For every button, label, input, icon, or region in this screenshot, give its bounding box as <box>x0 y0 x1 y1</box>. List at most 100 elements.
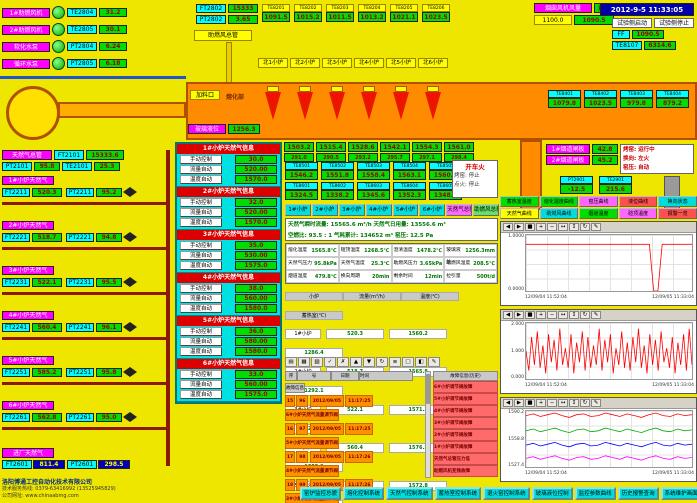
chart-toolbar-icon[interactable]: ◀ <box>503 399 513 407</box>
nav-button[interactable]: 玻璃液位控制 <box>531 487 573 500</box>
manual-control-button[interactable]: 手动控制 <box>180 241 222 250</box>
trend-nav-button[interactable]: 熔化温度曲线 <box>539 196 579 207</box>
manual-control-button[interactable]: 手动控制 <box>180 327 222 336</box>
nav-button[interactable]: 监控参数曲线 <box>574 487 616 500</box>
trend-nav-button[interactable]: 报警一览 <box>658 208 697 219</box>
chart-toolbar-icon[interactable]: ↔ <box>558 311 568 319</box>
chart-toolbar-icon[interactable]: ◀ <box>503 311 513 319</box>
manual-control-button[interactable]: 手动控制 <box>180 155 222 164</box>
alarm-row[interactable]: 15 96 2012/09/05 11:17:25 6#小炉天然气流量调节阀开度… <box>285 395 425 423</box>
alarm-toolbar-icon[interactable]: ▤ <box>285 357 297 367</box>
nav-button[interactable]: 窑炉监控总貌 <box>300 487 342 500</box>
manual-control-button[interactable]: 手动控制 <box>180 370 222 379</box>
chart-toolbar-icon[interactable]: ■ <box>525 399 535 407</box>
port-nav-button[interactable]: 2#小炉 <box>311 204 338 216</box>
nav-button[interactable]: 历史报警查询 <box>617 487 659 500</box>
chart-toolbar-icon[interactable]: ▶ <box>514 311 524 319</box>
chart-toolbar-icon[interactable]: + <box>536 223 546 231</box>
flow-auto-button[interactable]: 流量自动 <box>180 337 222 346</box>
port-nav-button[interactable]: 5#小炉 <box>392 204 419 216</box>
flow-auto-button[interactable]: 流量自动 <box>180 165 222 174</box>
nav-button[interactable]: 熔化控制系统 <box>343 487 385 500</box>
fault-row[interactable]: 2#小炉调节阀故障 <box>433 429 498 441</box>
alarm-toolbar-icon[interactable]: ✓ <box>324 357 336 367</box>
trend-nav-button[interactable]: 助燃风曲线 <box>539 208 579 219</box>
alarm-row[interactable]: 16 97 2012/09/05 11:17:25 5#小炉天然气流量调节阀开度… <box>285 423 425 451</box>
port-label[interactable]: 北3小炉 <box>322 58 352 68</box>
fault-row[interactable]: 1#小炉调节阀故障 <box>433 441 498 453</box>
chart-toolbar-icon[interactable]: ↻ <box>580 399 590 407</box>
flow-auto-button[interactable]: 流量自动 <box>180 294 222 303</box>
temp-auto-button[interactable]: 温度自动 <box>180 175 222 184</box>
port-nav-button[interactable]: 3#小炉 <box>338 204 365 216</box>
manual-control-button[interactable]: 手动控制 <box>180 284 222 293</box>
port-nav-button[interactable]: 1#小炉 <box>285 204 311 216</box>
alarm-toolbar-icon[interactable]: ✎ <box>428 357 440 367</box>
chart-toolbar-icon[interactable]: ↻ <box>580 311 590 319</box>
plot-area[interactable] <box>525 234 693 292</box>
chart-toolbar-icon[interactable]: − <box>547 399 557 407</box>
fault-row[interactable]: 5#小炉调节阀故障 <box>433 393 498 405</box>
chart-toolbar-icon[interactable]: ↻ <box>580 223 590 231</box>
plot-area[interactable] <box>525 322 693 380</box>
trend-nav-button[interactable]: 天然气曲线 <box>500 208 539 219</box>
fault-row[interactable]: 6#小炉调节阀故障 <box>433 381 498 393</box>
chart-toolbar-icon[interactable]: ↕ <box>569 399 579 407</box>
alarm-toolbar-icon[interactable]: ◧ <box>415 357 427 367</box>
nav-button[interactable]: 系统维护画面 <box>660 487 697 500</box>
alarm-toolbar-icon[interactable]: ≡ <box>389 357 401 367</box>
nav-button[interactable]: 退火窑控制系统 <box>483 487 530 500</box>
alarm-toolbar-icon[interactable]: □ <box>402 357 414 367</box>
chart-toolbar-icon[interactable]: + <box>536 311 546 319</box>
chart-toolbar-icon[interactable]: ▶ <box>514 399 524 407</box>
nav-button[interactable]: 天然气控制系统 <box>386 487 433 500</box>
alarm-toolbar-icon[interactable]: ▼ <box>363 357 375 367</box>
trend-nav-button[interactable]: 碹顶温度 <box>618 208 658 219</box>
chart-toolbar-icon[interactable]: ↔ <box>558 399 568 407</box>
chart-toolbar-icon[interactable]: ✎ <box>591 223 601 231</box>
test-stop-button[interactable]: 试验侧停止 <box>654 18 694 28</box>
port-label[interactable]: 北2小炉 <box>290 58 320 68</box>
ignition-title[interactable]: 开车火 <box>465 163 485 171</box>
temp-auto-button[interactable]: 温度自动 <box>180 261 222 270</box>
fault-row[interactable]: 助燃风机变频故障 <box>433 465 498 477</box>
port-nav-button[interactable]: 6#小炉 <box>419 204 446 216</box>
trend-nav-button[interactable]: 液位曲线 <box>618 196 658 207</box>
chart-toolbar-icon[interactable]: ◀ <box>503 223 513 231</box>
flow-auto-button[interactable]: 流量自动 <box>180 380 222 389</box>
chart-toolbar-icon[interactable]: ▶ <box>514 223 524 231</box>
test-start-button[interactable]: 试验侧启动 <box>612 18 652 28</box>
chart-toolbar-icon[interactable]: ✎ <box>591 399 601 407</box>
chart-toolbar-icon[interactable]: + <box>536 399 546 407</box>
temp-auto-button[interactable]: 温度自动 <box>180 218 222 227</box>
alarm-toolbar-icon[interactable]: ▧ <box>311 357 323 367</box>
fault-row[interactable]: 3#小炉调节阀故障 <box>433 417 498 429</box>
chart-toolbar-icon[interactable]: ↕ <box>569 223 579 231</box>
trend-nav-button[interactable]: 烟道温度 <box>579 208 618 219</box>
plot-area[interactable] <box>525 410 693 468</box>
temp-auto-button[interactable]: 温度自动 <box>180 347 222 356</box>
trend-nav-button[interactable]: 换向状态 <box>658 196 697 207</box>
port-label[interactable]: 北5小炉 <box>386 58 416 68</box>
chart-toolbar-icon[interactable]: ↕ <box>569 311 579 319</box>
port-label[interactable]: 北1小炉 <box>258 58 288 68</box>
alarm-toolbar-icon[interactable]: ▲ <box>350 357 362 367</box>
port-label[interactable]: 北4小炉 <box>354 58 384 68</box>
flow-auto-button[interactable]: 流量自动 <box>180 251 222 260</box>
manual-control-button[interactable]: 手动控制 <box>180 198 222 207</box>
table-row[interactable]: 1#小炉 520.3 1560.2 1286.4 <box>285 324 498 362</box>
fault-row[interactable]: 天然气总管压力低 <box>433 453 498 465</box>
fault-row[interactable]: 4#小炉调节阀故障 <box>433 405 498 417</box>
trend-nav-button[interactable]: 蓄热室温度 <box>500 196 539 207</box>
port-nav-button[interactable]: 4#小炉 <box>365 204 392 216</box>
chart-toolbar-icon[interactable]: ■ <box>525 223 535 231</box>
alarm-row[interactable]: 17 98 2012/09/05 11:17:26 4#小炉天然气流量调节阀开度… <box>285 451 425 479</box>
alarm-toolbar-icon[interactable]: ↻ <box>376 357 388 367</box>
chart-toolbar-icon[interactable]: ■ <box>525 311 535 319</box>
chart-toolbar-icon[interactable]: − <box>547 223 557 231</box>
scrollbar-thumb[interactable] <box>426 374 430 404</box>
alarm-toolbar-icon[interactable]: ✗ <box>337 357 349 367</box>
temp-auto-button[interactable]: 温度自动 <box>180 304 222 313</box>
port-nav-button[interactable]: 助燃风总貌 <box>473 204 499 216</box>
chart-toolbar-icon[interactable]: − <box>547 311 557 319</box>
